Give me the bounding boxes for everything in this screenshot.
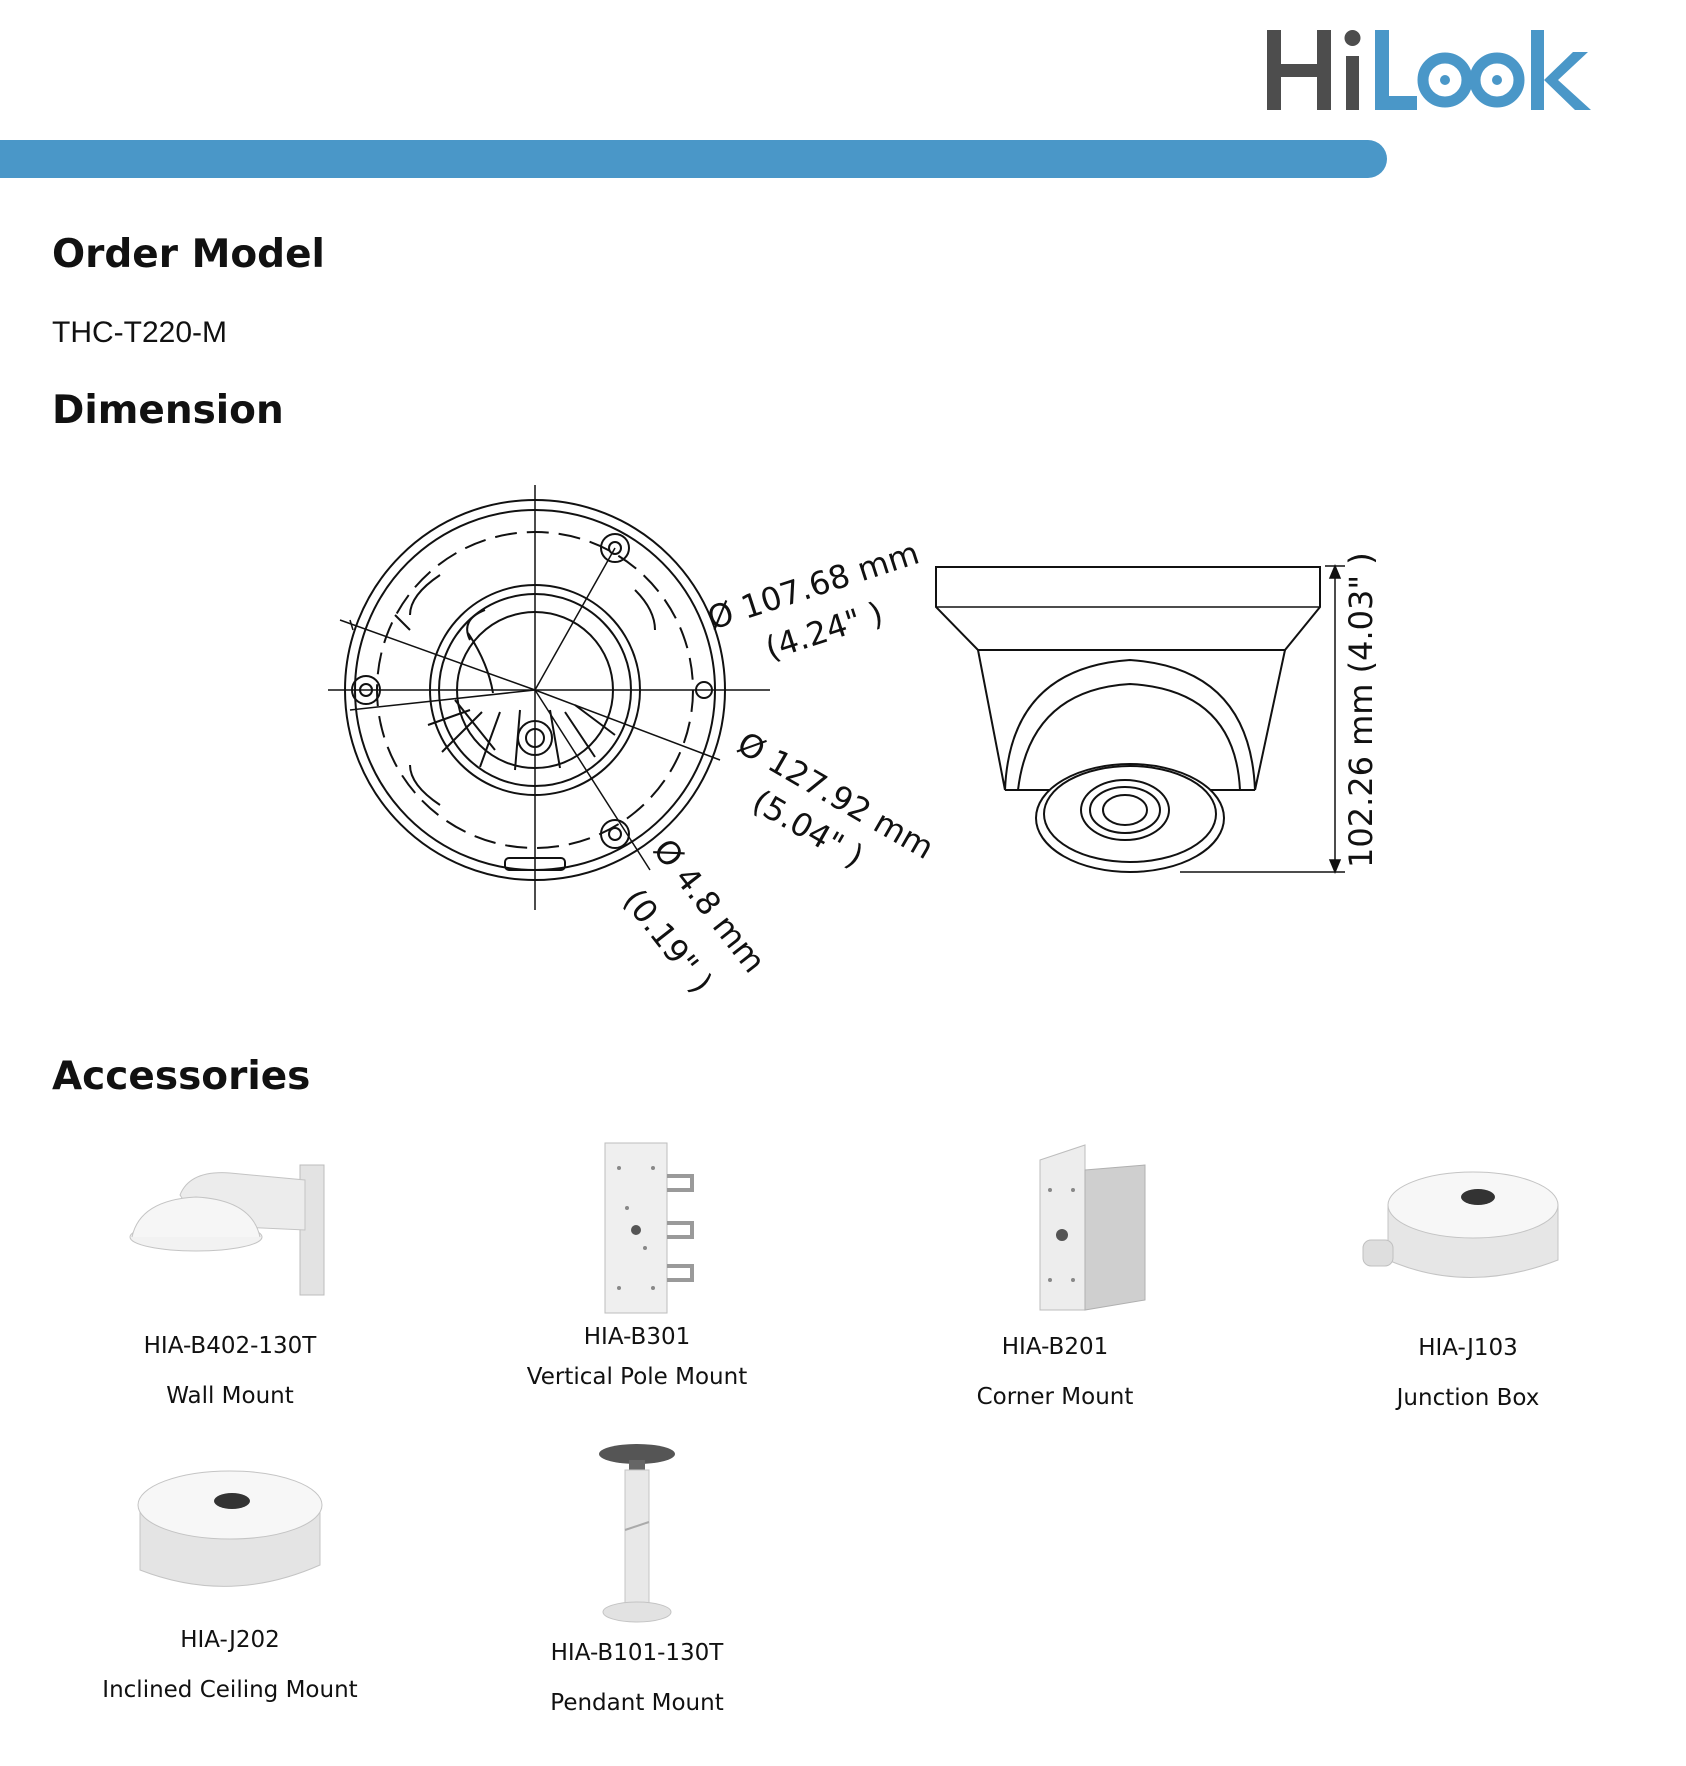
accessory-item: HIA-B301 Vertical Pole Mount <box>487 1138 787 1390</box>
height-dimension: 102.26 mm (4.03" ) <box>1342 552 1380 868</box>
accessory-code: HIA-B101-130T <box>550 1640 724 1666</box>
accessory-code: HIA-J103 <box>1418 1335 1518 1361</box>
dimension-drawing: Ø 107.68 mm (4.24" ) Ø 127.92 mm (5.04" … <box>328 485 1380 1000</box>
accessory-item: HIA-B201 Corner Mount <box>905 1140 1205 1410</box>
pole-mount-icon <box>604 1142 694 1314</box>
order-model-heading: Order Model <box>52 232 325 277</box>
accessory-code: HIA-J202 <box>180 1627 280 1653</box>
accessory-name: Vertical Pole Mount <box>526 1364 748 1390</box>
accessory-item: HIA-J202 Inclined Ceiling Mount <box>80 1465 380 1703</box>
accessory-code: HIA-B402-130T <box>143 1333 317 1359</box>
accessory-item: HIA-B101-130T Pendant Mount <box>487 1440 787 1716</box>
wall-mount-icon <box>129 1164 325 1296</box>
accessory-code: HIA-B201 <box>1001 1334 1109 1360</box>
hilook-logo <box>1267 30 1591 110</box>
centerlines <box>328 485 770 910</box>
accessory-name: Wall Mount <box>166 1383 294 1409</box>
accessory-name: Junction Box <box>1396 1385 1540 1411</box>
accessory-name: Corner Mount <box>976 1384 1134 1410</box>
pendant-mount-icon <box>599 1444 675 1623</box>
order-model-value: THC-T220-M <box>52 316 228 349</box>
accessory-item: HIA-B402-130T Wall Mount <box>80 1145 380 1409</box>
junction-box-icon <box>1362 1171 1559 1278</box>
accessory-name: Pendant Mount <box>550 1690 724 1716</box>
accessory-code: HIA-B301 <box>583 1324 691 1350</box>
accessories-heading: Accessories <box>52 1054 311 1099</box>
header-band <box>0 140 1387 178</box>
inclined-ceiling-mount-icon <box>137 1470 323 1587</box>
accessory-item: HIA-J103 Junction Box <box>1318 1145 1618 1411</box>
dimension-heading: Dimension <box>52 388 284 433</box>
height-dimension-line <box>1180 564 1345 874</box>
accessory-name: Inclined Ceiling Mount <box>102 1677 358 1703</box>
corner-mount-icon <box>1039 1144 1146 1311</box>
side-view-drawing <box>935 566 1321 873</box>
